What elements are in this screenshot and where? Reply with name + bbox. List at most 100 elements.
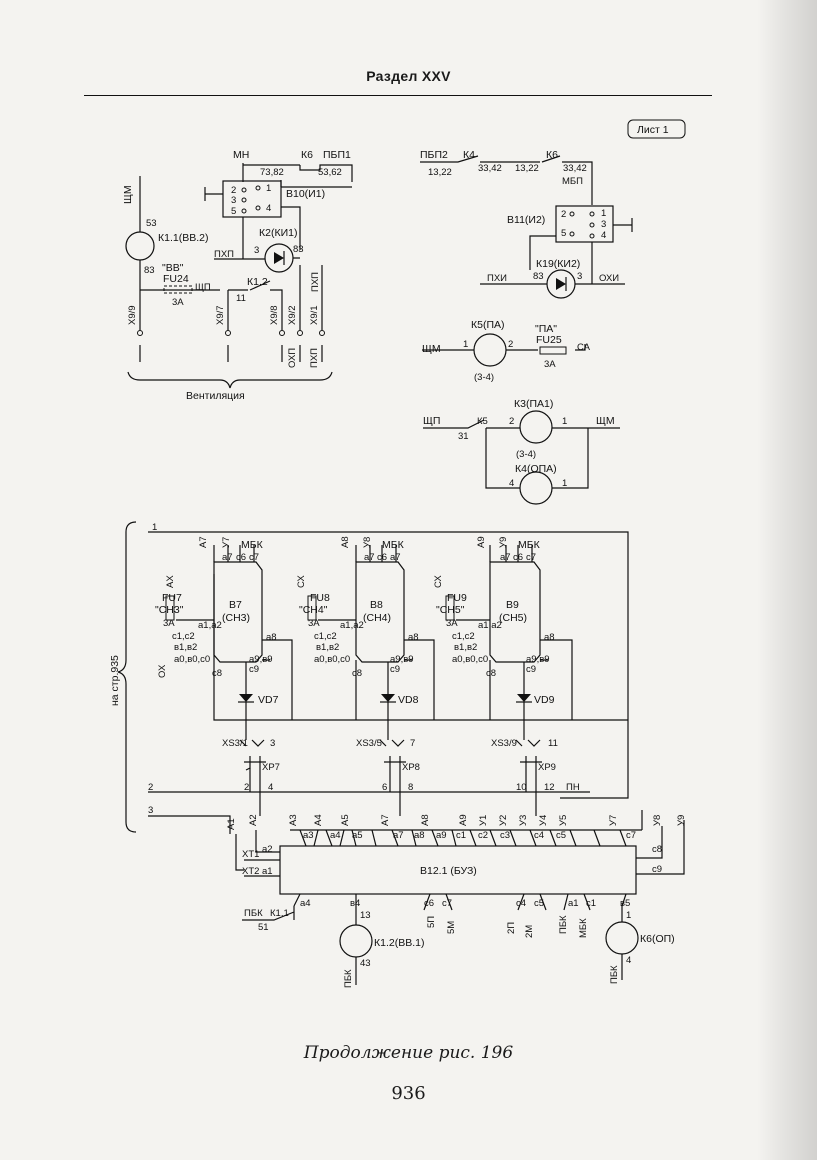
svg-text:У5: У5 [558,815,569,826]
svg-text:73,82: 73,82 [260,167,284,178]
svg-text:ЩМ: ЩМ [422,343,441,355]
svg-text:А2: А2 [248,814,259,826]
svg-text:ЩМ: ЩМ [596,415,615,427]
svg-text:а0,в0,с0: а0,в0,с0 [314,654,350,665]
svg-text:В8: В8 [370,599,383,611]
svg-text:VD7: VD7 [258,694,279,706]
svg-text:с9: с9 [390,664,400,675]
coil-k5 [473,333,507,367]
b11-block: ПБП2 К4 К6 13,22 33,42 13,22 33,42 МБП 2… [420,149,633,299]
svg-text:с6: с6 [424,898,434,909]
svg-text:13: 13 [360,910,371,921]
svg-text:У3: У3 [518,815,529,826]
section-title: Раздел XXV [366,68,451,84]
svg-text:СА: СА [577,342,591,353]
svg-text:FU25: FU25 [536,334,562,346]
svg-text:3: 3 [601,219,606,230]
svg-text:ПБК: ПБК [343,969,354,988]
svg-text:XS3/5: XS3/5 [356,738,382,749]
svg-text:ЩП: ЩП [195,282,211,293]
svg-text:с5: с5 [556,830,566,841]
svg-text:а7: а7 [390,552,401,563]
svg-text:3А: 3А [446,618,458,629]
svg-text:а1,а2: а1,а2 [478,620,502,631]
svg-text:1: 1 [266,183,271,194]
svg-text:FU24: FU24 [163,273,189,285]
svg-text:VD8: VD8 [398,694,419,706]
svg-text:ПБП2: ПБП2 [420,149,448,161]
svg-text:6: 6 [382,782,387,793]
svg-text:а1,а2: а1,а2 [198,620,222,631]
svg-text:Х9/9: Х9/9 [127,305,138,325]
svg-text:4: 4 [509,478,514,489]
svg-text:а8: а8 [266,632,277,643]
svg-text:К19(КИ2): К19(КИ2) [536,258,580,270]
svg-text:1: 1 [601,208,606,219]
b12-terminal-block: В12.1 (БУЗ) ХТ1 а2 ХТ2 а1 А1 А2 А3 А4 А5… [226,810,687,988]
svg-text:ХР7: ХР7 [262,762,280,773]
svg-text:с7: с7 [526,552,536,563]
svg-text:с1,с2: с1,с2 [452,631,475,642]
svg-text:а1: а1 [568,898,579,909]
svg-text:ПХП: ПХП [309,348,320,368]
svg-text:А1: А1 [226,818,237,830]
svg-text:53: 53 [146,218,157,229]
svg-text:83: 83 [144,265,155,276]
svg-text:с8: с8 [212,668,222,679]
svg-text:"СН3": "СН3" [155,604,184,616]
svg-text:с8: с8 [486,668,496,679]
svg-text:а8: а8 [544,632,555,643]
svg-text:Х9/1: Х9/1 [309,305,320,325]
svg-text:У7: У7 [221,537,232,548]
svg-text:СХ: СХ [433,575,444,588]
coil-k4 [519,471,553,505]
svg-text:2: 2 [231,185,236,196]
svg-text:ОХ: ОХ [157,664,168,678]
svg-text:МБК: МБК [382,539,405,551]
svg-text:VD9: VD9 [534,694,555,706]
svg-text:а5: а5 [352,830,363,841]
svg-text:ПБК: ПБК [609,965,620,984]
coil-k6 [605,921,639,955]
svg-text:XS3/9: XS3/9 [491,738,517,749]
svg-text:4: 4 [601,230,606,241]
svg-text:XS3/1: XS3/1 [222,738,248,749]
svg-text:с3: с3 [500,830,510,841]
svg-text:У8: У8 [652,815,663,826]
sheet-label: Лист 1 [627,119,686,139]
svg-text:ХР9: ХР9 [538,762,556,773]
svg-text:ПХИ: ПХИ [487,273,507,284]
svg-text:с4: с4 [516,898,526,909]
svg-text:в1,в2: в1,в2 [174,642,197,653]
svg-text:А5: А5 [340,814,351,826]
svg-text:2: 2 [561,209,566,220]
svg-text:с5: с5 [534,898,544,909]
svg-text:А3: А3 [288,814,299,826]
svg-text:с9: с9 [249,664,259,675]
svg-text:а8: а8 [408,632,419,643]
svg-text:ПБП1: ПБП1 [323,149,351,161]
svg-text:4: 4 [268,782,273,793]
svg-text:с8: с8 [352,668,362,679]
svg-text:с4: с4 [534,830,544,841]
unit-b7: В7 (СН3) АХ FU7 "СН3" 3А А7 У7 МБК а7 с6… [155,536,293,816]
svg-text:К1.1(ВВ.2): К1.1(ВВ.2) [158,232,208,244]
svg-text:а9,в9: а9,в9 [526,654,550,665]
svg-text:МБК: МБК [241,539,264,551]
ventilation-block: МН К6 ПБП1 73,82 53,62 2 3 5 1 4 В10(И1)… [122,149,353,402]
svg-text:(СН5): (СН5) [499,612,527,624]
svg-text:Х9/2: Х9/2 [287,305,298,325]
svg-text:К3(ПА1): К3(ПА1) [514,398,553,410]
svg-text:2: 2 [509,416,514,427]
svg-text:3: 3 [270,738,275,749]
svg-text:а1: а1 [262,866,273,877]
svg-text:3А: 3А [308,618,320,629]
svg-text:а4: а4 [300,898,311,909]
svg-text:ОХИ: ОХИ [599,273,619,284]
svg-text:(СН4): (СН4) [363,612,391,624]
svg-text:3А: 3А [172,297,184,308]
svg-text:а7: а7 [222,552,233,563]
unit-b9: В9 (СН5) СХ FU9 "СН5" 3А А9 У9 МБК а7 с6… [433,536,580,816]
svg-text:ХТ1: ХТ1 [242,849,259,860]
